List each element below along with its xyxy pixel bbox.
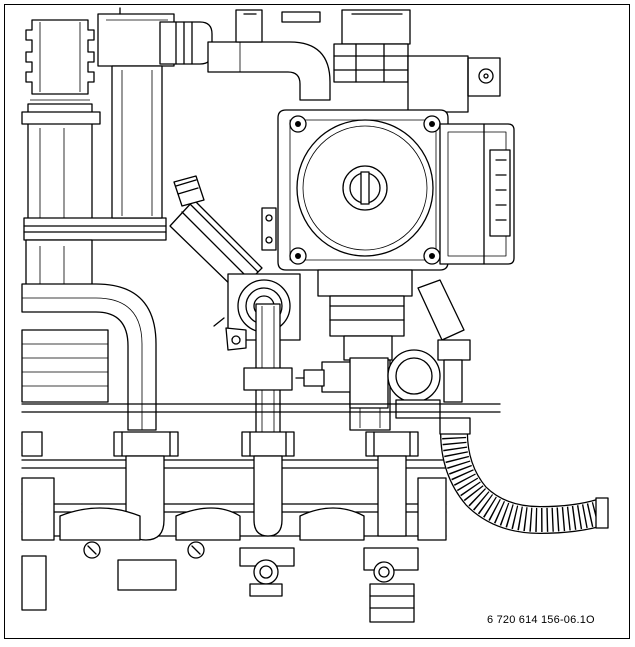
- center-supply-pipe: [243, 303, 293, 441]
- connection-stub-center: [239, 431, 295, 597]
- supply-pipe-to-pump: [207, 9, 411, 101]
- connection-stub-left: [113, 431, 179, 591]
- edge-stubs: [21, 431, 447, 611]
- left-return-pipe: [21, 283, 157, 431]
- heat-exchanger-column: [21, 19, 167, 301]
- connection-stub-right: [363, 431, 419, 623]
- top-flue-pipe: [97, 7, 213, 219]
- circulation-pump: [277, 43, 515, 271]
- pump-bolts: [289, 115, 441, 265]
- condensate-drain-hose: [439, 417, 609, 535]
- figure-reference-number: 6 720 614 156-06.1O: [487, 614, 595, 626]
